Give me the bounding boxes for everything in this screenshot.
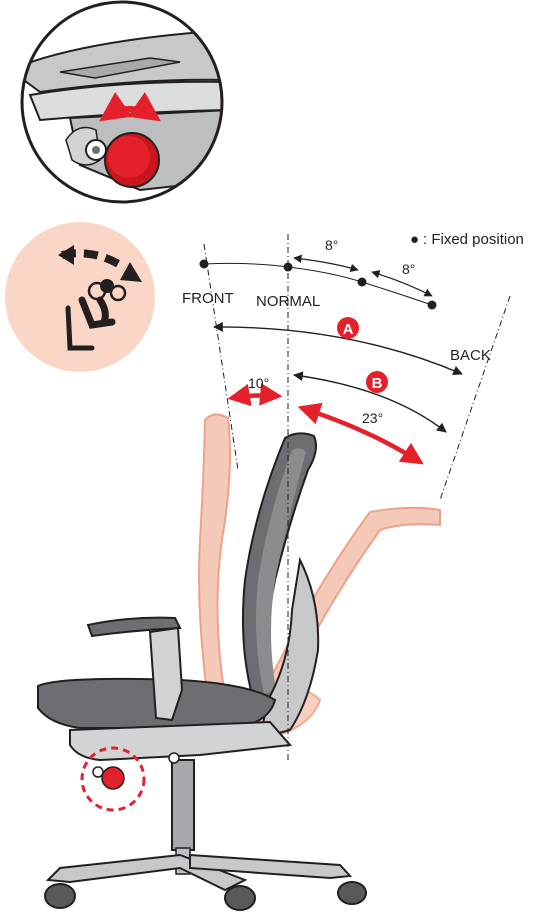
angle-forward-label: 10° — [248, 375, 269, 391]
angle-step-2-label: 8° — [402, 261, 415, 277]
svg-text:B: B — [372, 375, 383, 392]
fixed-dot-normal — [284, 263, 293, 272]
range-badge-a: A — [337, 317, 359, 339]
front-label: FRONT — [182, 290, 234, 307]
normal-label: NORMAL — [256, 293, 320, 310]
angle-step-1-label: 8° — [325, 237, 338, 253]
fixed-dot-mid — [358, 278, 367, 287]
knob-zoom-inset — [10, 2, 230, 202]
fixed-dot-back — [428, 301, 437, 310]
legend-text: : Fixed position — [423, 231, 524, 248]
red-recline-arrows — [232, 395, 420, 462]
legend-bullet: ● — [410, 231, 419, 248]
fixed-dot-front — [200, 260, 209, 269]
recline-person-icon — [5, 222, 155, 372]
back-label: BACK — [450, 347, 491, 364]
svg-text:A: A — [343, 321, 354, 338]
angle-backward-label: 23° — [362, 410, 383, 426]
fixed-position-legend: ● : Fixed position — [410, 231, 524, 248]
range-badge-b: B — [366, 371, 388, 393]
ghost-chair-front — [199, 414, 230, 700]
